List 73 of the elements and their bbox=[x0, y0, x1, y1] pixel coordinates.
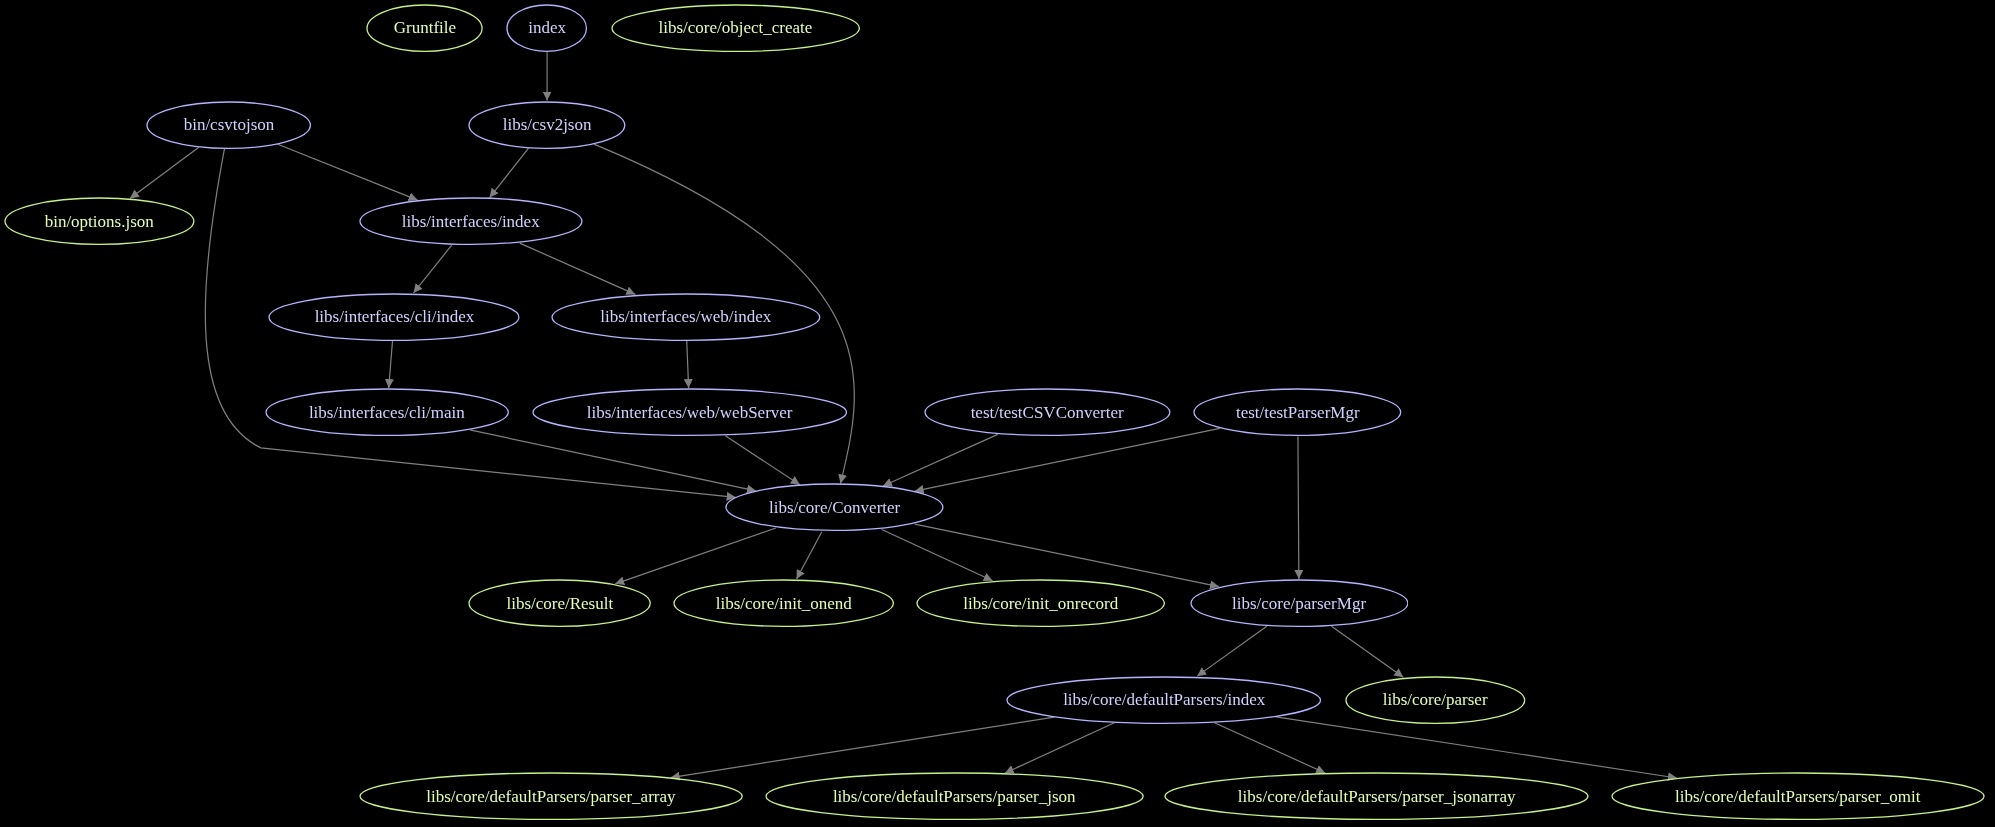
arrow bbox=[593, 143, 855, 485]
module-ellipse bbox=[468, 578, 652, 628]
module-ellipse bbox=[1006, 675, 1322, 724]
arrow bbox=[724, 435, 801, 486]
module-ellipse bbox=[264, 388, 509, 437]
arrow bbox=[204, 148, 737, 501]
module-label: test/testParserMgr bbox=[1235, 403, 1360, 421]
module-ellipse bbox=[358, 197, 583, 246]
module-ellipse bbox=[1344, 675, 1526, 724]
module-ellipse bbox=[725, 483, 945, 532]
module-ellipse bbox=[506, 3, 588, 53]
module-ellipse bbox=[673, 578, 895, 628]
arrow bbox=[488, 147, 530, 199]
module-label: Gruntfile bbox=[393, 19, 457, 37]
arrow bbox=[412, 244, 453, 294]
module-ellipse bbox=[358, 772, 743, 821]
arrow bbox=[670, 716, 1055, 781]
module-ellipse bbox=[468, 100, 626, 149]
module-label: bin/options.json bbox=[44, 212, 154, 230]
arrow bbox=[519, 242, 636, 295]
module-label: libs/core/defaultParsers/parser_array bbox=[426, 787, 676, 805]
module-label: libs/core/defaultParsers/parser_jsonarray bbox=[1237, 787, 1516, 805]
arrow bbox=[795, 531, 823, 580]
module-ellipse bbox=[923, 388, 1171, 437]
arrow bbox=[469, 429, 757, 494]
module-label: bin/csvtojson bbox=[183, 116, 275, 134]
arrow bbox=[914, 523, 1220, 590]
module-ellipse bbox=[1164, 772, 1590, 821]
module-label: libs/core/object_create bbox=[658, 19, 813, 37]
module-label: libs/core/init_onrecord bbox=[963, 594, 1119, 612]
module-ellipse bbox=[366, 3, 484, 53]
arrow bbox=[882, 433, 999, 487]
module-label: libs/core/parserMgr bbox=[1232, 594, 1367, 612]
module-ellipse bbox=[146, 100, 312, 149]
module-ellipse bbox=[550, 292, 821, 341]
module-label: libs/interfaces/cli/main bbox=[308, 403, 465, 421]
module-ellipse bbox=[1610, 772, 1985, 821]
arrow bbox=[881, 528, 994, 582]
module-label: libs/interfaces/web/webServer bbox=[586, 403, 793, 421]
module-ellipse bbox=[1193, 388, 1403, 437]
module-label: test/testCSVConverter bbox=[970, 403, 1124, 421]
arrow bbox=[1004, 722, 1115, 774]
module-ellipse bbox=[610, 3, 861, 53]
arrow bbox=[1294, 435, 1304, 580]
module-label: libs/interfaces/index bbox=[401, 212, 540, 230]
arrow bbox=[914, 427, 1221, 494]
arrow bbox=[1330, 625, 1404, 678]
module-ellipse bbox=[268, 292, 521, 341]
arrow bbox=[614, 527, 777, 586]
module-label: libs/core/init_onend bbox=[715, 594, 852, 612]
arrow bbox=[1213, 722, 1326, 774]
module-label: libs/core/defaultParsers/parser_json bbox=[832, 787, 1076, 805]
arrow bbox=[542, 51, 552, 102]
module-label: libs/core/Result bbox=[506, 594, 614, 612]
module-label: libs/core/Converter bbox=[769, 499, 901, 517]
arrow bbox=[1196, 625, 1268, 677]
module-ellipse bbox=[1189, 578, 1409, 628]
module-ellipse bbox=[764, 772, 1144, 821]
arrow bbox=[129, 146, 200, 200]
arrow bbox=[683, 340, 693, 389]
module-ellipse bbox=[3, 197, 195, 246]
module-label: index bbox=[528, 19, 566, 37]
module-label: libs/csv2json bbox=[502, 116, 592, 134]
module-ellipse bbox=[531, 388, 848, 437]
module-ellipse bbox=[916, 578, 1166, 628]
module-label: libs/interfaces/web/index bbox=[600, 308, 772, 326]
arrow bbox=[277, 143, 419, 201]
module-label: libs/core/defaultParsers/index bbox=[1063, 691, 1266, 709]
module-label: libs/core/parser bbox=[1382, 691, 1488, 709]
arrow bbox=[384, 340, 394, 389]
arrow bbox=[1275, 716, 1678, 782]
module-label: libs/core/defaultParsers/parser_omit bbox=[1675, 787, 1921, 805]
module-label: libs/interfaces/cli/index bbox=[314, 308, 475, 326]
